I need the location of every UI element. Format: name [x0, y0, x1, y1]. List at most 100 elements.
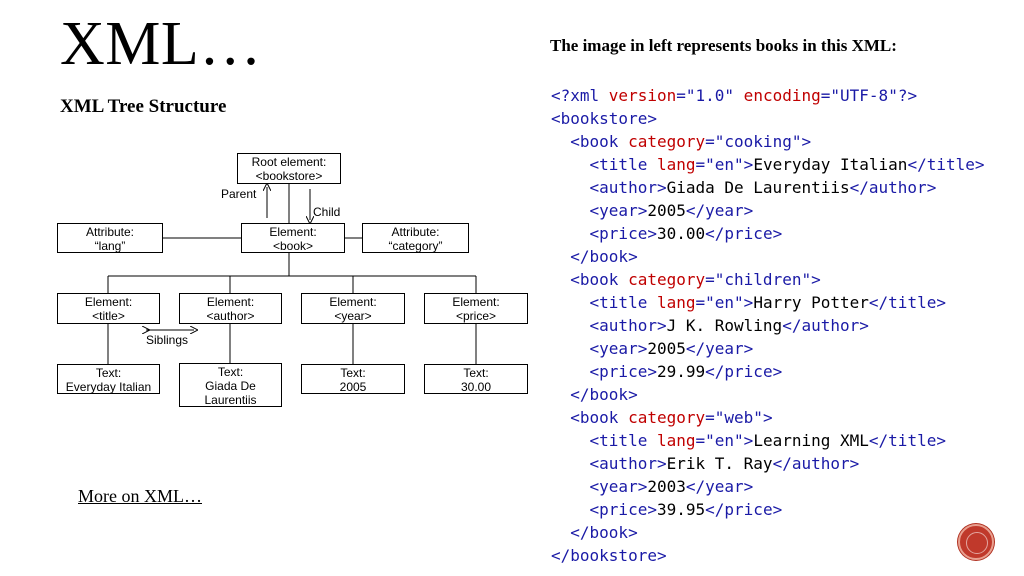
tree-connectors — [107, 0, 477, 364]
code-token: <book — [570, 408, 629, 427]
code-line: <price>39.95</price> — [551, 498, 985, 521]
code-line: <book category="cooking"> — [551, 130, 985, 153]
code-token — [551, 270, 570, 289]
code-line: <author>Erik T. Ray</author> — [551, 452, 985, 475]
code-token — [551, 201, 590, 220]
node-txt-year: Text:2005 — [301, 364, 405, 394]
code-token: = — [695, 155, 706, 174]
code-token: </title> — [868, 293, 946, 312]
code-token: = — [820, 86, 831, 105]
xml-description: The image in left represents books in th… — [550, 36, 897, 55]
node-el-price: Element:<price> — [424, 293, 528, 324]
code-token: = — [705, 132, 715, 151]
code-token — [551, 500, 590, 519]
node-el-title: Element:<title> — [57, 293, 160, 324]
code-token: lang — [656, 293, 696, 312]
code-line: <price>29.99</price> — [551, 360, 985, 383]
code-token: </price> — [705, 224, 783, 243]
node-el-year: Element:<year> — [301, 293, 405, 324]
code-token — [551, 362, 590, 381]
code-line: <title lang="en">Harry Potter</title> — [551, 291, 985, 314]
code-token: 30.00 — [656, 224, 706, 243]
code-token: Everyday Italian — [753, 155, 908, 174]
code-token: <bookstore> — [551, 109, 657, 128]
code-token: </author> — [782, 316, 869, 335]
node-book: Element:<book> — [241, 223, 345, 253]
code-token: > — [801, 132, 812, 151]
code-token — [551, 523, 570, 542]
code-token: </price> — [705, 500, 783, 519]
code-line: <year>2005</year> — [551, 199, 985, 222]
code-token: Learning XML — [753, 431, 869, 450]
code-token: </book> — [570, 247, 638, 266]
code-line: <?xml version="1.0" encoding="UTF-8"?> — [551, 84, 985, 107]
code-token: encoding — [734, 86, 821, 105]
code-token: > — [743, 293, 754, 312]
code-token: > — [743, 431, 754, 450]
code-token — [551, 293, 590, 312]
code-line: <book category="children"> — [551, 268, 985, 291]
code-token: Harry Potter — [753, 293, 869, 312]
code-token: <year> — [589, 201, 648, 220]
code-token — [551, 454, 590, 473]
code-token — [551, 316, 590, 335]
code-token: <?xml — [551, 86, 609, 105]
slide-title: XML… — [60, 10, 262, 78]
slide-nav-button[interactable] — [958, 524, 994, 560]
xml-tree-diagram: Root element:<bookstore> Parent Child At… — [0, 0, 540, 420]
more-on-xml-link[interactable]: More on XML… — [78, 486, 202, 506]
code-token: = — [705, 408, 715, 427]
code-token: "UTF-8" — [830, 86, 898, 105]
code-token: <author> — [589, 316, 667, 335]
label-parent: Parent — [221, 187, 257, 201]
code-line: <author>J K. Rowling</author> — [551, 314, 985, 337]
code-token: <book — [570, 270, 629, 289]
code-token: 2005 — [647, 201, 686, 220]
code-token: = — [695, 293, 706, 312]
code-token — [551, 132, 570, 151]
code-token — [551, 247, 570, 266]
label-siblings: Siblings — [146, 333, 189, 347]
code-token: </book> — [570, 385, 638, 404]
code-token: <year> — [589, 477, 648, 496]
code-token — [551, 339, 590, 358]
code-token: <title — [589, 431, 657, 450]
code-token: Giada De Laurentiis — [666, 178, 850, 197]
node-attr-lang: Attribute:“lang” — [57, 223, 163, 253]
tree-structure-heading: XML Tree Structure — [60, 96, 227, 117]
node-txt-title: Text:Everyday Italian — [57, 364, 160, 394]
code-token: J K. Rowling — [666, 316, 783, 335]
code-token: <year> — [589, 339, 648, 358]
code-token: "cooking" — [714, 132, 802, 151]
node-el-author: Element:<author> — [179, 293, 282, 324]
code-token: ?> — [897, 86, 918, 105]
code-token: <author> — [589, 178, 667, 197]
code-token: <price> — [589, 500, 657, 519]
code-token: 39.95 — [656, 500, 706, 519]
node-root: Root element:<bookstore> — [237, 153, 341, 184]
code-token: 29.99 — [656, 362, 706, 381]
code-token: <book — [570, 132, 629, 151]
code-token: version — [608, 86, 677, 105]
code-token: "1.0" — [685, 86, 735, 105]
code-token — [551, 477, 590, 496]
code-line: <bookstore> — [551, 107, 985, 130]
code-line: <year>2003</year> — [551, 475, 985, 498]
code-token: category — [628, 408, 706, 427]
code-token: "children" — [714, 270, 812, 289]
code-line: </book> — [551, 383, 985, 406]
code-token — [551, 155, 590, 174]
code-token: 2003 — [647, 477, 686, 496]
code-token: "en" — [705, 155, 744, 174]
code-token: <author> — [589, 454, 667, 473]
code-token: <title — [589, 155, 657, 174]
code-line: </book> — [551, 521, 985, 544]
code-token: 2005 — [647, 339, 686, 358]
code-token: <price> — [589, 224, 657, 243]
code-token: > — [743, 155, 754, 174]
code-token: </author> — [849, 178, 937, 197]
code-token: category — [628, 132, 706, 151]
code-token — [551, 408, 570, 427]
code-token: lang — [656, 155, 696, 174]
